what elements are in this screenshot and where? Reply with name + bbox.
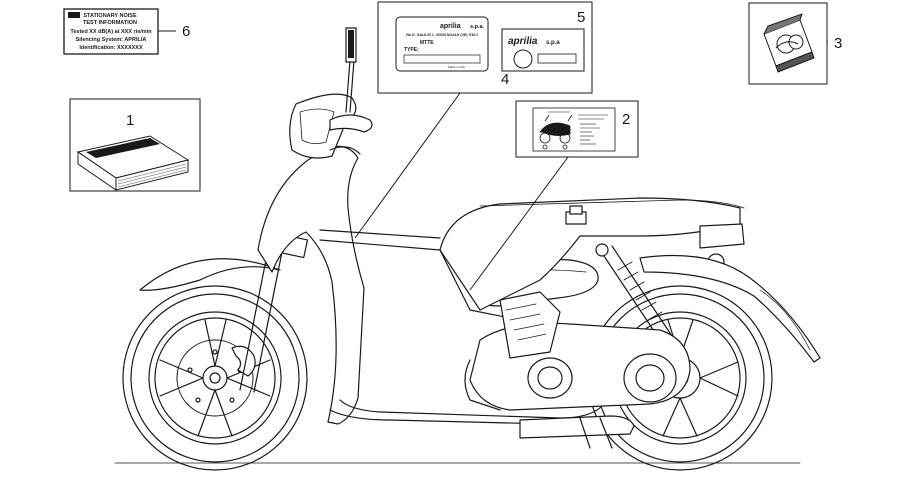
kit-bag-box xyxy=(748,2,828,85)
engine-cvt xyxy=(464,291,691,411)
exhaust xyxy=(519,415,635,439)
rear-fender xyxy=(639,254,821,363)
callout-6: 6 xyxy=(182,23,190,40)
callout-3: 3 xyxy=(834,35,842,52)
noise-label-line-4: Silencing System: APRILIA xyxy=(76,37,147,43)
plate-brand: aprilia xyxy=(440,23,461,30)
tyre-pressure-label xyxy=(532,107,616,152)
sticker-brand: aprilia xyxy=(508,36,538,47)
front-wheel xyxy=(122,285,308,471)
tyre-label-box xyxy=(515,100,639,158)
identification-plate: aprilia s.p.a. Via G. GALILEI 1, 30033 N… xyxy=(395,16,489,72)
plates-box: aprilia s.p.a. Via G. GALILEI 1, 30033 N… xyxy=(377,1,593,94)
rear-body xyxy=(439,197,741,311)
kit-bag xyxy=(763,13,815,73)
callout-5: 5 xyxy=(577,9,585,26)
callout-1: 1 xyxy=(126,112,134,129)
tail-light xyxy=(699,223,745,249)
mini-scooter-icon xyxy=(539,114,573,150)
callout-4: 4 xyxy=(501,71,509,88)
handlebar-mirror xyxy=(329,27,373,155)
manual-cover-text: aprilia xyxy=(125,149,141,158)
scooter-drawing xyxy=(114,27,821,471)
noise-info-label: STATIONARY NOISE TEST INFORMATION Tested… xyxy=(63,8,159,55)
callout-2: 2 xyxy=(622,111,630,128)
owner-manual-box: aprilia xyxy=(69,98,201,192)
noise-label-line-5: Identification: XXXXXXX xyxy=(79,45,143,51)
noise-label-line-2: TEST INFORMATION xyxy=(83,20,137,26)
front-shield xyxy=(257,145,365,425)
plate-made-in: Made in Italy xyxy=(448,65,466,69)
sticker-suffix: s.p.a xyxy=(546,40,560,46)
plate-type-line: TYPE: xyxy=(404,47,419,53)
plate-address: Via G. GALILEI 1, 30033 NOALE (VE) ITALY xyxy=(406,33,479,37)
plate-brand-suffix: s.p.a. xyxy=(470,24,485,30)
front-fender xyxy=(139,258,281,291)
noise-label-line-3: Tested XX dB(A) at XXX rie/min xyxy=(70,29,152,35)
noise-label-line-1: STATIONARY NOISE xyxy=(83,13,137,19)
aprilia-sticker: aprilia s.p.a xyxy=(501,28,585,72)
plate-model-line: MTTE xyxy=(420,40,434,46)
